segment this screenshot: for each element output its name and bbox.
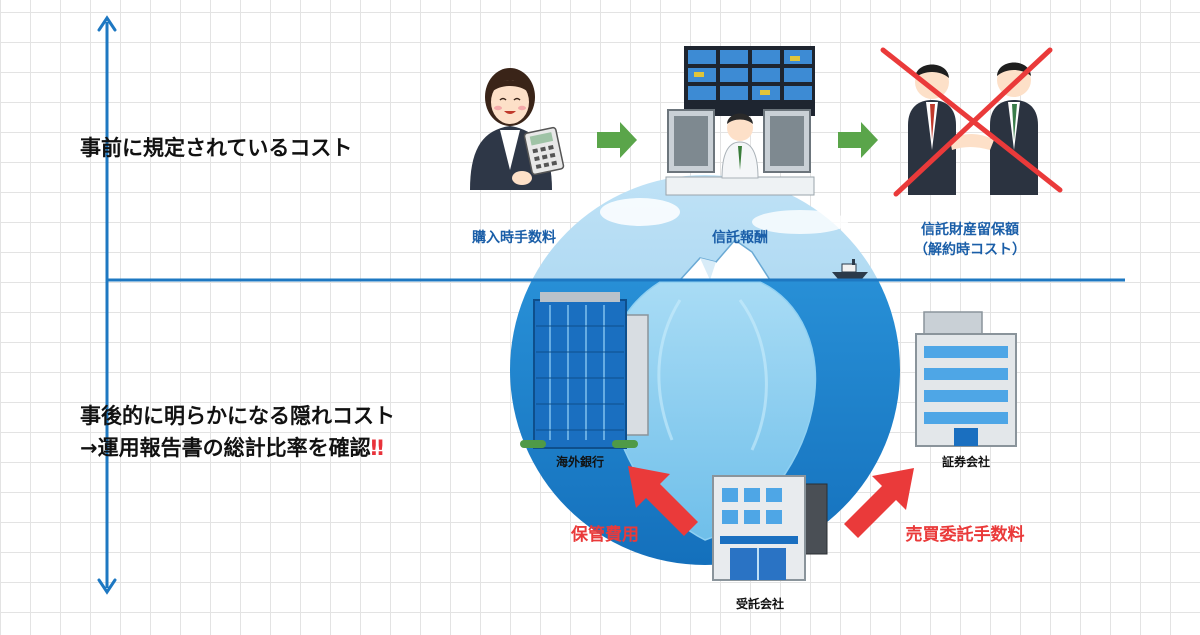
securities-company-building xyxy=(915,311,1017,447)
trader-illustration xyxy=(665,46,815,196)
retention-caption: 信託財産留保額 （解約時コスト） xyxy=(895,220,1045,260)
purchase-fee-caption: 購入時手数料 xyxy=(472,230,556,246)
lower-label-line1: 事後的に明らかになる隠れコスト xyxy=(80,404,395,428)
foreign-bank-building xyxy=(520,292,649,449)
trading-commission-caption: 売買委託手数料 xyxy=(905,525,1025,545)
lower-label-line2-main: →運用報告書の総計比率を確認 xyxy=(80,436,371,460)
trustee-company-building xyxy=(712,475,828,581)
emphasis-mark: ‼ xyxy=(370,436,384,460)
boat xyxy=(832,259,868,279)
up-arrow-icon xyxy=(97,15,117,32)
sales-person-illustration xyxy=(470,68,565,190)
red-arrow-icon xyxy=(628,466,698,536)
iceberg-sky-area xyxy=(532,175,878,280)
upper-label-text: 事前に規定されているコスト xyxy=(80,136,353,160)
lower-label-line2: →運用報告書の総計比率を確認‼ xyxy=(80,432,395,464)
red-arrow-icon xyxy=(844,468,914,538)
cross-mark-icon xyxy=(880,47,1063,197)
foreign-bank-caption: 海外銀行 xyxy=(555,455,604,469)
retention-caption-line2: （解約時コスト） xyxy=(914,242,1026,258)
upper-label: 事前に規定されているコスト xyxy=(80,132,352,164)
right-arrow-icon xyxy=(838,122,878,158)
trustee-caption: 受託会社 xyxy=(735,597,784,611)
retention-caption-line1: 信託財産留保額 xyxy=(921,222,1019,238)
custody-fee-caption: 保管費用 xyxy=(571,525,639,545)
trust-fee-caption: 信託報酬 xyxy=(712,230,768,246)
securities-caption: 証券会社 xyxy=(941,455,990,469)
right-arrow-icon xyxy=(597,122,637,158)
down-arrow-icon xyxy=(97,578,117,595)
lower-label: 事後的に明らかになる隠れコスト →運用報告書の総計比率を確認‼ xyxy=(80,400,395,464)
